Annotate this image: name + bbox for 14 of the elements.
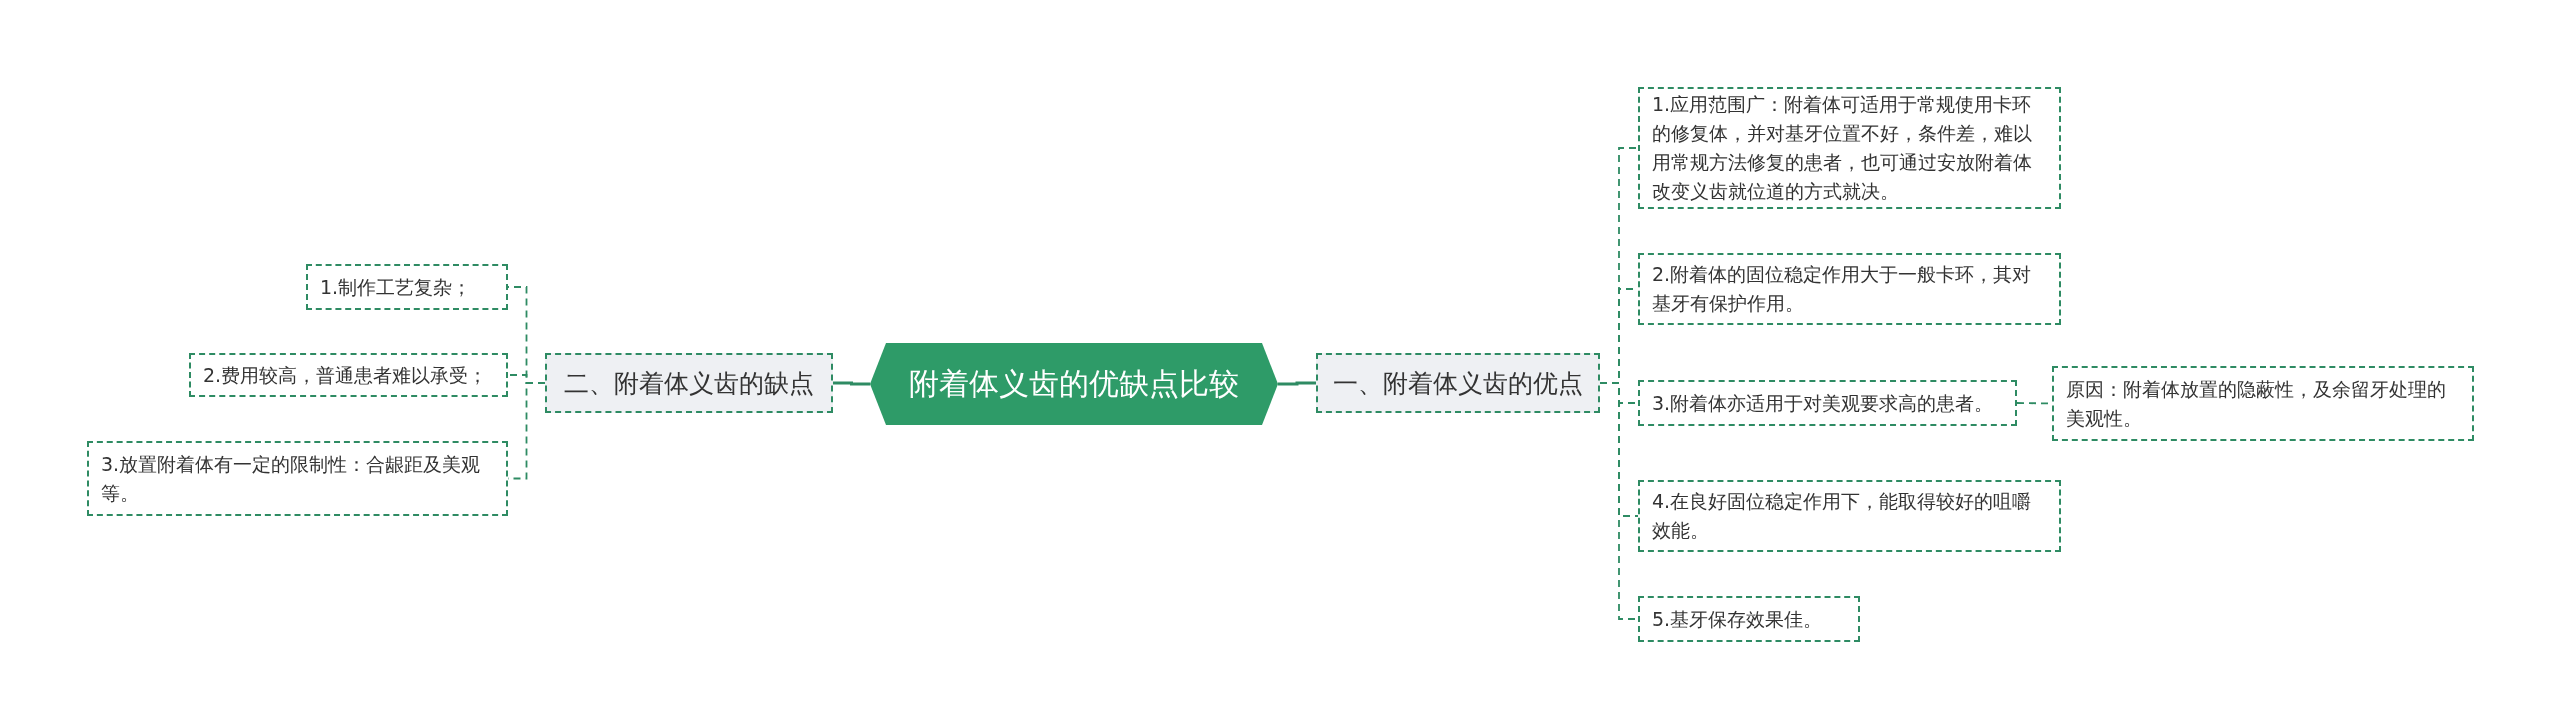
- subtopic-box: 原因：附着体放置的隐蔽性，及余留牙处理的美观性。: [2052, 366, 2474, 441]
- subtopic-box: 1.应用范围广：附着体可适用于常规使用卡环的修复体，并对基牙位置不好，条件差，难以用常规方法修复的患者，也可通过安放附着体改变义齿就位道的方式就决。: [1638, 87, 2061, 209]
- subtopic-box: 1.制作工艺复杂；: [306, 264, 508, 310]
- subtopic-box: 2.附着体的固位稳定作用大于一般卡环，其对基牙有保护作用。: [1638, 253, 2061, 325]
- connector-line: [833, 381, 870, 386]
- subtopic-box: 5.基牙保存效果佳。: [1638, 596, 1860, 642]
- branch-topic: 二、附着体义齿的缺点: [545, 353, 833, 413]
- branch-topic: 一、附着体义齿的优点: [1316, 353, 1600, 413]
- central-topic: 附着体义齿的优缺点比较: [870, 343, 1278, 425]
- subtopic-box: 3.附着体亦适用于对美观要求高的患者。: [1638, 380, 2017, 426]
- connector-line: [1278, 381, 1316, 386]
- subtopic-box: 4.在良好固位稳定作用下，能取得较好的咀嚼效能。: [1638, 480, 2061, 552]
- subtopic-box: 3.放置附着体有一定的限制性：合龈距及美观等。: [87, 441, 508, 516]
- subtopic-box: 2.费用较高，普通患者难以承受；: [189, 353, 508, 397]
